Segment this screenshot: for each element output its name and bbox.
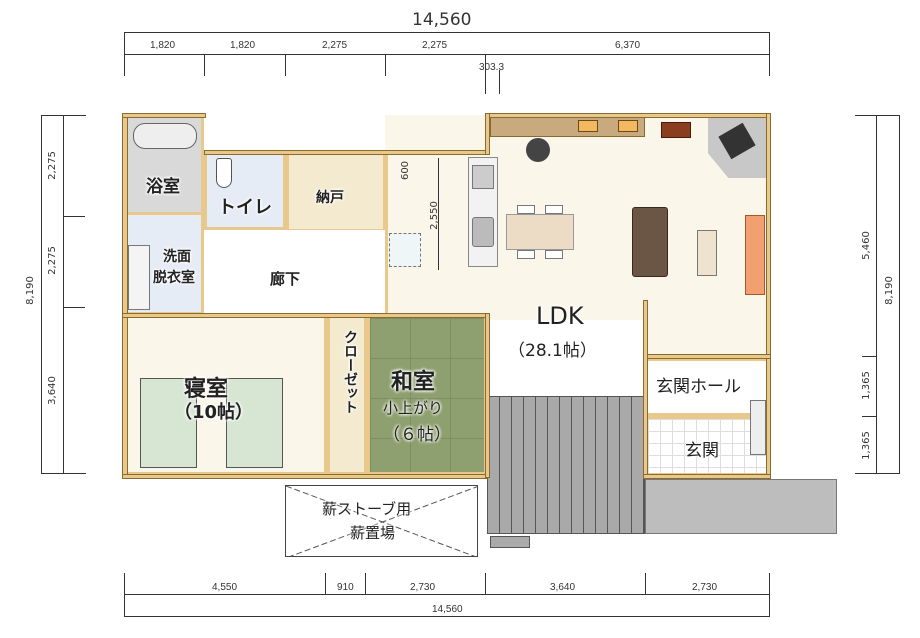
bottom-dim-2: 910 xyxy=(337,582,354,593)
label-firewood-1: 薪ストーブ用 xyxy=(322,500,412,518)
shelf-item xyxy=(618,120,638,132)
dining-chair xyxy=(545,250,563,259)
wall xyxy=(122,113,128,477)
coffee-table xyxy=(697,230,717,276)
wall xyxy=(122,113,206,118)
label-ldk-size: （28.1帖） xyxy=(508,341,597,361)
washbasin xyxy=(128,245,150,310)
overall-width-label: 14,560 xyxy=(412,10,472,30)
wall xyxy=(122,474,488,479)
label-washroom-1: 洗面 xyxy=(163,249,191,265)
label-entrance: 玄関 xyxy=(685,441,719,461)
stove-icon xyxy=(472,165,494,189)
wall xyxy=(122,313,486,318)
deck xyxy=(487,396,645,534)
kitchen-depth-dim: 600 xyxy=(400,160,412,181)
label-toilet: トイレ xyxy=(218,197,272,218)
top-dim-5: 6,370 xyxy=(615,40,641,51)
bottom-dim-5: 2,730 xyxy=(692,582,718,593)
skylight-mark xyxy=(389,233,421,267)
bed-left xyxy=(140,378,197,468)
kitchen-length-dim: 2,550 xyxy=(428,201,440,230)
top-sub-dim: 303.3 xyxy=(479,62,505,73)
dim-line xyxy=(124,32,770,33)
wall xyxy=(643,474,771,479)
ldk-floor-right xyxy=(645,300,770,358)
closet xyxy=(327,315,367,475)
label-storage: 納戸 xyxy=(316,190,344,206)
porch xyxy=(645,479,837,534)
top-dim-1: 1,820 xyxy=(150,40,176,51)
wall xyxy=(204,150,487,155)
top-dim-4: 2,275 xyxy=(422,40,448,51)
deck-step xyxy=(490,536,530,548)
toilet-fixture xyxy=(216,158,232,188)
left-dim-3: 3,640 xyxy=(46,376,58,405)
label-ldk: LDK xyxy=(536,302,584,330)
label-bedroom: 寝室 xyxy=(184,377,229,402)
dining-chair xyxy=(545,205,563,214)
wall xyxy=(643,300,648,478)
wall xyxy=(766,113,771,478)
label-firewood-2: 薪置場 xyxy=(350,524,396,542)
label-hallway: 廊下 xyxy=(270,270,301,288)
desk-chair-icon xyxy=(526,138,550,162)
bookshelf xyxy=(661,122,691,138)
bathtub xyxy=(133,123,197,149)
tv-board xyxy=(745,215,765,295)
label-washitsu-sub: 小上がり xyxy=(383,399,444,417)
label-bedroom-size: （10帖） xyxy=(174,402,254,423)
bottom-dim-4: 3,640 xyxy=(550,582,576,593)
dining-chair xyxy=(517,250,535,259)
sink-icon xyxy=(472,217,494,247)
wall xyxy=(485,313,490,478)
top-dim-2: 1,820 xyxy=(230,40,256,51)
bottom-dim-3: 2,730 xyxy=(410,582,436,593)
label-washitsu-size: （６帖） xyxy=(383,425,451,445)
cross-mark xyxy=(286,486,477,556)
entrance xyxy=(645,416,770,476)
wall xyxy=(643,354,771,359)
right-dim-1: 5,460 xyxy=(860,231,872,260)
bottom-dim-total: 14,560 xyxy=(432,604,463,615)
right-dim-2: 1,365 xyxy=(860,371,872,400)
left-dim-2: 2,275 xyxy=(46,246,58,275)
right-dim-3: 1,365 xyxy=(860,431,872,460)
shelf-item xyxy=(578,120,598,132)
washitsu xyxy=(367,315,487,475)
dining-table xyxy=(506,214,574,250)
dim-line xyxy=(124,54,770,55)
left-dim-1: 2,275 xyxy=(46,151,58,180)
wall xyxy=(485,113,490,155)
left-dim-total: 8,190 xyxy=(24,276,36,305)
label-entrance-hall: 玄関ホール xyxy=(656,377,741,397)
label-closet: クローゼット xyxy=(342,330,358,414)
sofa xyxy=(632,207,668,277)
label-washitsu: 和室 xyxy=(391,370,436,395)
ldk-floor-lower xyxy=(485,300,645,320)
bottom-dim-1: 4,550 xyxy=(212,582,238,593)
label-washroom-2: 脱衣室 xyxy=(153,270,195,286)
right-dim-total: 8,190 xyxy=(883,276,895,305)
shoe-cabinet xyxy=(750,400,766,455)
dining-chair xyxy=(517,205,535,214)
firewood-storage xyxy=(285,485,478,557)
hallway xyxy=(204,230,385,315)
bed-right xyxy=(226,378,283,468)
wall xyxy=(485,113,770,118)
label-bath: 浴室 xyxy=(146,177,180,197)
top-dim-3: 2,275 xyxy=(322,40,348,51)
